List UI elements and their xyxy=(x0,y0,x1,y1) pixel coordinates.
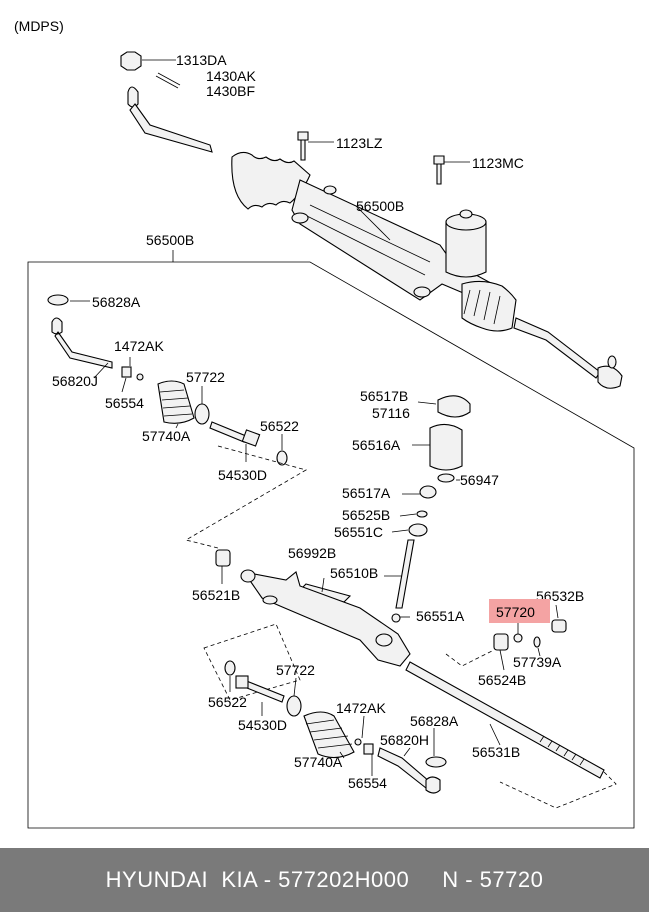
label-57722-upper: 57722 xyxy=(186,369,225,385)
label-56947: 56947 xyxy=(460,472,499,488)
steering-gear-exploded-diagram: (MDPS) 1313DA 143 xyxy=(14,18,635,829)
label-1430ak: 1430AK xyxy=(206,68,256,84)
label-56521b: 56521B xyxy=(192,587,240,603)
boot-57740a-lower-icon xyxy=(303,711,355,759)
label-56500b-top: 56500B xyxy=(356,198,404,214)
label-56828a-lower: 56828A xyxy=(410,713,459,729)
label-56500b-box: 56500B xyxy=(146,232,194,248)
label-56522-lower: 56522 xyxy=(208,694,247,710)
cap-56517b-icon xyxy=(437,395,471,418)
label-56517b: 56517B xyxy=(360,388,408,404)
variant-label: (MDPS) xyxy=(14,18,64,34)
rack-guide-56524b-icon xyxy=(493,633,509,651)
dust-cap-lower-icon xyxy=(425,756,447,768)
top-assembly xyxy=(120,51,623,389)
bolt-1123lz-icon xyxy=(297,131,309,161)
label-56554-upper: 56554 xyxy=(105,395,144,411)
label-56820j: 56820J xyxy=(52,373,98,389)
bearing-56551a-icon xyxy=(391,613,401,623)
label-56992b: 56992B xyxy=(288,545,336,561)
label-56516a: 56516A xyxy=(352,437,401,453)
label-54530d-upper: 54530D xyxy=(218,467,267,483)
label-1472ak-upper: 1472AK xyxy=(114,338,164,354)
footer-part-number-text: HYUNDAI KIA - 577202H000 N - 57720 xyxy=(105,867,544,892)
yoke-plug-56532b-icon xyxy=(551,619,567,633)
bolt-1123mc-icon xyxy=(433,155,445,185)
tie-rod-end-56820j-icon xyxy=(51,317,113,369)
inner-tie-rod-icon xyxy=(209,421,247,443)
label-56531b: 56531B xyxy=(472,744,520,760)
spring-57720-icon xyxy=(513,633,523,643)
dust-cap-icon xyxy=(47,294,69,306)
label-1430bf: 1430BF xyxy=(206,83,255,99)
label-57740a-lower: 57740A xyxy=(294,754,343,770)
plug-56517a-icon xyxy=(419,485,437,499)
label-56551c: 56551C xyxy=(334,524,383,540)
clamp-ring-icon xyxy=(194,403,210,425)
clamp-ring-lower-icon xyxy=(286,695,302,717)
bearing-56551c-icon xyxy=(408,523,428,537)
label-56510b: 56510B xyxy=(330,565,378,581)
label-56828a-upper: 56828A xyxy=(92,294,141,310)
label-1123lz: 1123LZ xyxy=(336,135,383,151)
label-57739a: 57739A xyxy=(513,654,562,670)
label-56551a: 56551A xyxy=(416,608,465,624)
boot-right-icon xyxy=(461,280,517,332)
washer-56522-icon xyxy=(276,450,288,466)
label-54530d-lower: 54530D xyxy=(238,717,287,733)
label-57722-lower: 57722 xyxy=(276,662,315,678)
highlight-box-57720 xyxy=(489,599,550,623)
footer-bar: HYUNDAI KIA - 577202H000 N - 57720 xyxy=(0,848,649,912)
exploded-view-frame xyxy=(27,261,635,829)
o-ring-56525b-icon xyxy=(416,510,428,518)
label-1313da: 1313DA xyxy=(176,52,227,68)
exploded-parts xyxy=(47,294,617,809)
castle-nut-icon xyxy=(120,51,142,71)
lock-nut-lower-icon xyxy=(363,743,374,755)
lock-nut-icon xyxy=(121,366,132,378)
washer-56522-lower-icon xyxy=(224,660,236,676)
label-56525b: 56525B xyxy=(342,507,390,523)
bushing-56521b-icon xyxy=(215,549,231,567)
label-56522-upper: 56522 xyxy=(260,418,299,434)
tie-rod-end-left-icon xyxy=(127,86,139,108)
label-56554-lower: 56554 xyxy=(348,775,387,791)
label-1472ak-lower: 1472AK xyxy=(336,700,386,716)
o-ring-57739a-icon xyxy=(533,636,541,648)
label-56820h: 56820H xyxy=(380,732,429,748)
boot-57740a-icon xyxy=(157,380,195,424)
label-56524b: 56524B xyxy=(478,672,526,688)
tie-rod-end-right-icon xyxy=(597,365,623,389)
o-ring-56947-icon xyxy=(437,473,455,483)
yoke-56516a-icon xyxy=(429,423,463,471)
cotter-pin-icon xyxy=(155,72,181,89)
label-56517a: 56517A xyxy=(342,485,391,501)
label-57720-highlighted: 57720 xyxy=(496,604,535,620)
label-57116: 57116 xyxy=(372,405,410,421)
pinion-56510b-icon xyxy=(395,539,415,609)
label-57740a-upper: 57740A xyxy=(142,428,191,444)
label-1123mc: 1123MC xyxy=(472,155,524,171)
rack-bar-56531b-icon xyxy=(405,661,605,779)
rack-housing-lower-icon xyxy=(242,571,411,667)
